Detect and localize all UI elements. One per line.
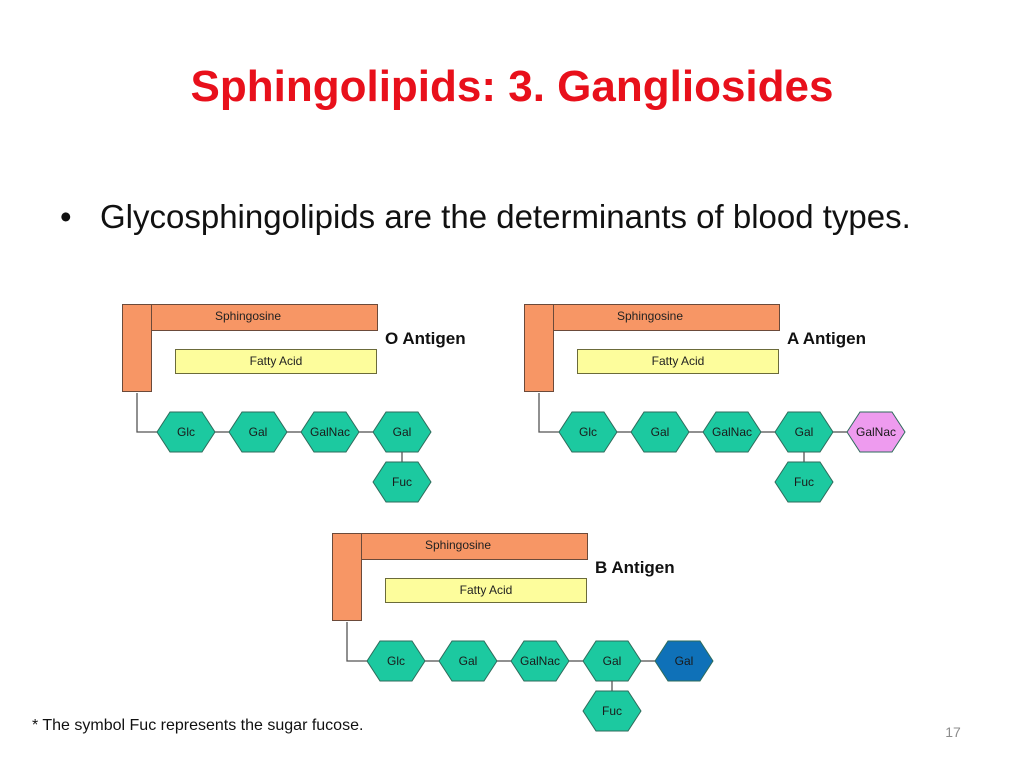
sugar-glc-hexagon: Glc	[558, 411, 618, 453]
chain-stem-line	[346, 622, 367, 662]
sugar-gal-hexagon: Gal	[654, 640, 714, 682]
sugar-label: Gal	[795, 425, 814, 439]
slide-title: Sphingolipids: 3. Gangliosides	[190, 62, 834, 111]
sphingosine-top-bar	[122, 304, 378, 331]
sugar-label: Gal	[651, 425, 670, 439]
antigen-name: B Antigen	[595, 558, 675, 577]
fatty-acid-bar	[577, 349, 779, 374]
bullet-point: • Glycosphingolipids are the determinant…	[60, 190, 964, 244]
sugar-label: GalNac	[310, 425, 350, 439]
bullet-text: Glycosphingolipids are the determinants …	[100, 198, 911, 235]
sugar-label: Glc	[387, 654, 405, 668]
sugar-gal-hexagon: Gal	[774, 411, 834, 453]
sugar-label: Fuc	[392, 475, 412, 489]
antigen-name: O Antigen	[385, 329, 466, 348]
sugar-fuc-hexagon: Fuc	[582, 690, 642, 732]
sugar-label: GalNac	[712, 425, 752, 439]
bullet-dot: •	[60, 198, 72, 235]
sugar-glc-hexagon: Glc	[156, 411, 216, 453]
sugar-label: Gal	[603, 654, 622, 668]
sugar-label: GalNac	[856, 425, 896, 439]
chain-stem-line	[538, 393, 559, 433]
sugar-label: Gal	[249, 425, 268, 439]
fatty-acid-bar	[175, 349, 377, 374]
sphingosine-vertical-bar	[524, 304, 554, 392]
antigen-name: A Antigen	[787, 329, 867, 348]
sugar-label: GalNac	[520, 654, 560, 668]
page-number: 17	[945, 724, 961, 740]
sugar-galnac-hexagon: GalNac	[846, 411, 906, 453]
sugar-label: Glc	[177, 425, 195, 439]
sugar-fuc-hexagon: Fuc	[372, 461, 432, 503]
fatty-acid-bar	[385, 578, 587, 603]
sugar-galnac-hexagon: GalNac	[300, 411, 360, 453]
fatty-acid-label: Fatty Acid	[249, 354, 303, 368]
sugar-glc-hexagon: Glc	[366, 640, 426, 682]
sphingosine-vertical-bar	[122, 304, 152, 392]
sugar-gal-hexagon: Gal	[228, 411, 288, 453]
sugar-label: Fuc	[602, 704, 622, 718]
sugar-galnac-hexagon: GalNac	[702, 411, 762, 453]
sphingosine-top-bar	[332, 533, 588, 560]
sphingosine-vertical-bar	[332, 533, 362, 621]
sugar-label: Gal	[393, 425, 412, 439]
sugar-label: Fuc	[794, 475, 814, 489]
sugar-fuc-hexagon: Fuc	[774, 461, 834, 503]
fatty-acid-label: Fatty Acid	[651, 354, 705, 368]
sugar-label: Gal	[675, 654, 694, 668]
sugar-label: Gal	[459, 654, 478, 668]
sphingosine-label: Sphingosine	[424, 538, 492, 552]
sugar-gal-hexagon: Gal	[438, 640, 498, 682]
sugar-gal-hexagon: Gal	[582, 640, 642, 682]
sugar-galnac-hexagon: GalNac	[510, 640, 570, 682]
footnote: * The symbol Fuc represents the sugar fu…	[32, 717, 364, 734]
fatty-acid-label: Fatty Acid	[459, 583, 513, 597]
sphingosine-top-bar	[524, 304, 780, 331]
sphingosine-label: Sphingosine	[214, 309, 282, 323]
sphingosine-label: Sphingosine	[616, 309, 684, 323]
chain-stem-line	[136, 393, 157, 433]
sugar-gal-hexagon: Gal	[372, 411, 432, 453]
sugar-label: Glc	[579, 425, 597, 439]
sugar-gal-hexagon: Gal	[630, 411, 690, 453]
